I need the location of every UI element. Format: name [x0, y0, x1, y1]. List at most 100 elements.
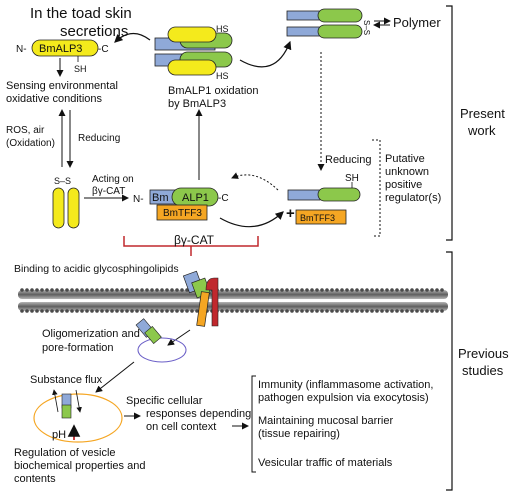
- previous-label-2: studies: [462, 363, 504, 378]
- lipid-head: [400, 309, 404, 313]
- lipid-head: [115, 288, 119, 292]
- lipid-head: [435, 288, 439, 292]
- reducing-right-label: Reducing: [325, 154, 371, 166]
- lipid-head: [320, 309, 324, 313]
- betagamma-label: βγ-CAT: [174, 233, 215, 247]
- previous-studies-bracket: [446, 251, 453, 491]
- free-plus: +: [286, 205, 295, 222]
- lipid-head: [280, 309, 284, 313]
- lipid-head: [260, 288, 264, 292]
- lipid-head: [335, 288, 339, 292]
- pore-orange: [196, 291, 210, 327]
- lipid-head: [260, 309, 264, 313]
- bmalp3-label: BmALP3: [39, 43, 82, 55]
- lipid-head: [225, 288, 229, 292]
- putative-line-4: regulator(s): [385, 192, 441, 204]
- lipid-head: [420, 309, 424, 313]
- lipid-head: [40, 309, 44, 313]
- lipid-head: [25, 288, 29, 292]
- regulation-line-1: Regulation of vesicle: [14, 447, 116, 459]
- lipid-head: [65, 288, 69, 292]
- lipid-head: [245, 288, 249, 292]
- polymer-green-2: [317, 24, 363, 39]
- lipid-head: [265, 309, 269, 313]
- oligomer-line-1: Oligomerization and: [42, 328, 140, 340]
- lipid-head: [280, 288, 284, 292]
- arrow-dimer-to-polymer: [239, 40, 292, 68]
- arrow-free-to-complex-dotted: [231, 172, 279, 191]
- putative-line-3: positive: [385, 179, 422, 191]
- free-bmtff3-label: BmTFF3: [300, 213, 335, 223]
- membrane-lower: [18, 302, 448, 311]
- lipid-head: [50, 309, 54, 313]
- lipid-head: [225, 309, 229, 313]
- lipid-head: [150, 288, 154, 292]
- lipid-head: [370, 309, 374, 313]
- lipid-head: [295, 288, 299, 292]
- lipid-head: [315, 309, 319, 313]
- lipid-head: [390, 309, 394, 313]
- lipid-head: [160, 288, 164, 292]
- lipid-head: [120, 288, 124, 292]
- bmalp3-sh-label: SH: [74, 64, 87, 74]
- sensing-line-2: oxidative conditions: [6, 93, 103, 105]
- ph-label: pH: [52, 429, 66, 441]
- lipid-head: [220, 309, 224, 313]
- lipid-head: [425, 309, 429, 313]
- lipid-head: [425, 288, 429, 292]
- lipid-head: [380, 309, 384, 313]
- dimer-yellow-2: [167, 59, 217, 76]
- lipid-head: [345, 309, 349, 313]
- lipid-head: [370, 288, 374, 292]
- lipid-head: [35, 288, 39, 292]
- complex-bmtff3-label: BmTFF3: [163, 208, 202, 219]
- bmalp3-dimer-right: [67, 187, 80, 229]
- glycosphingolipid-red: [205, 277, 219, 327]
- lipid-head: [385, 309, 389, 313]
- regulation-line-3: contents: [14, 473, 56, 485]
- reducing-left-label: Reducing: [78, 133, 120, 144]
- lipid-head: [105, 288, 109, 292]
- lipid-head: [310, 288, 314, 292]
- lipid-head: [180, 309, 184, 313]
- dimer-hs-top: HS: [216, 24, 229, 34]
- lipid-head: [435, 309, 439, 313]
- polymer-label: Polymer: [393, 15, 441, 30]
- complex-n-terminus: N-: [133, 194, 144, 205]
- lipid-head: [105, 309, 109, 313]
- lipid-head: [415, 309, 419, 313]
- lipid-head: [265, 288, 269, 292]
- lipid-head: [345, 288, 349, 292]
- lipid-head: [285, 309, 289, 313]
- lipid-head: [350, 288, 354, 292]
- lipid-head: [285, 288, 289, 292]
- ss-small-label: S–S: [54, 176, 71, 186]
- lipid-head: [235, 309, 239, 313]
- lipid-head: [315, 288, 319, 292]
- lipid-head: [395, 309, 399, 313]
- previous-label-1: Previous: [458, 346, 509, 361]
- lipid-head: [90, 309, 94, 313]
- bmalp3-protein: [31, 39, 99, 57]
- lipid-head: [20, 309, 24, 313]
- lipid-head: [145, 288, 149, 292]
- lipid-head: [270, 288, 274, 292]
- lipid-head: [135, 288, 139, 292]
- lipid-head: [130, 309, 134, 313]
- lipid-head: [145, 309, 149, 313]
- dimer-hs-bottom: HS: [216, 71, 229, 81]
- lipid-head: [420, 288, 424, 292]
- lipid-head: [330, 309, 334, 313]
- lipid-head: [95, 309, 99, 313]
- lipid-head: [120, 309, 124, 313]
- oligomer-green: [144, 326, 162, 344]
- lipid-head: [190, 309, 194, 313]
- title-line-1: In the toad skin: [30, 5, 132, 22]
- lipid-head: [140, 288, 144, 292]
- lipid-head: [130, 288, 134, 292]
- lipid-head: [415, 288, 419, 292]
- putative-line-2: unknown: [385, 166, 429, 178]
- lipid-head: [155, 288, 159, 292]
- lipid-head: [60, 288, 64, 292]
- lipid-head: [270, 309, 274, 313]
